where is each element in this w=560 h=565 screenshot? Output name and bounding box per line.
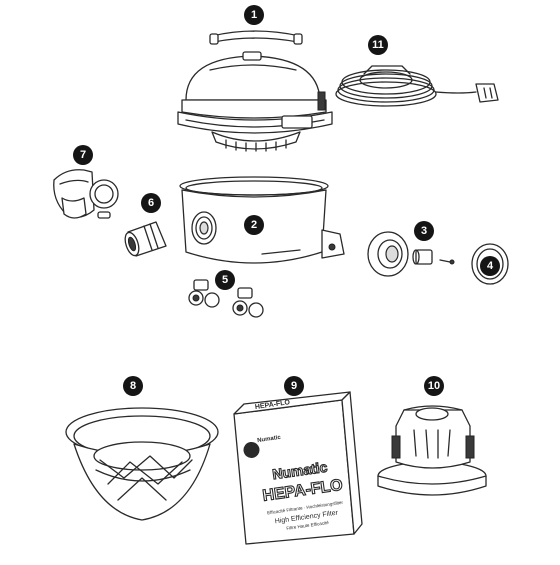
filter-basket-icon [65,407,219,521]
part-badge-2: 2 [244,215,264,235]
part-badge-label: 11 [372,39,384,51]
bag-top-strip: HEPA-FLO [255,399,291,411]
part-badge-3: 3 [414,221,434,241]
part-badge-label: 5 [222,274,228,286]
part-badge-label: 8 [130,380,136,392]
bag-efficiency-sub: Filtre Haute Efficacité [286,520,329,531]
part-badge-4: 4 [480,256,500,276]
part-badge-10: 10 [424,376,444,396]
hose-connector-icon [124,221,167,257]
part-badge-9: 9 [284,376,304,396]
part-badge-label: 6 [148,197,154,209]
part-badge-8: 8 [123,376,143,396]
exhaust-filter-icon [53,169,119,219]
part-badge-7: 7 [73,145,93,165]
part-badge-label: 3 [421,225,427,237]
part-badge-11: 11 [368,35,388,55]
part-badge-label: 1 [251,9,257,21]
part-badge-label: 4 [487,260,494,272]
inlet-assembly-icon [367,231,455,277]
bag-brand: Numatic [257,435,282,444]
part-badge-6: 6 [141,193,161,213]
part-badge-5: 5 [215,270,235,290]
part-badge-label: 2 [251,219,257,231]
part-badge-label: 9 [291,380,297,392]
power-cable-icon [335,65,499,107]
dust-bag-icon: HEPA-FLO Numatic Numatic HEPA-FLO Effica… [233,391,363,545]
part-badge-label: 7 [80,149,86,161]
castor-icon [188,279,264,318]
motor-head-icon [177,51,333,152]
handle-icon [209,30,303,45]
part-badge-1: 1 [244,5,264,25]
motor-icon [377,405,487,496]
part-badge-label: 10 [428,380,440,392]
